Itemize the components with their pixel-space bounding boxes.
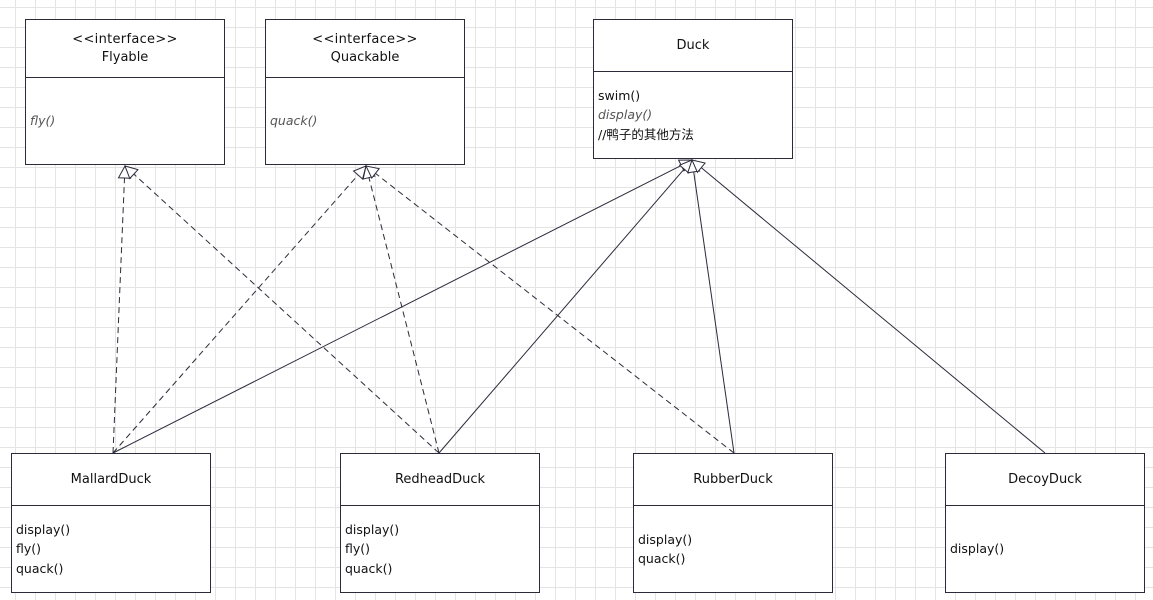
realization-line-redhead-quackable bbox=[368, 177, 440, 454]
class-header: MallardDuck bbox=[12, 454, 210, 506]
class-decoy-duck[interactable]: DecoyDuck display() bbox=[945, 453, 1145, 593]
class-members: display() fly() quack() bbox=[12, 506, 210, 592]
method-display: display() bbox=[16, 521, 71, 537]
generalization-line-redhead-duck bbox=[438, 168, 685, 454]
class-name: Duck bbox=[676, 37, 710, 53]
method-display: display() bbox=[950, 541, 1005, 557]
class-redhead-duck[interactable]: RedheadDuck display() fly() quack() bbox=[340, 453, 540, 593]
class-name: DecoyDuck bbox=[1008, 471, 1082, 487]
class-name: RubberDuck bbox=[693, 471, 773, 487]
class-members: swim() display() //鸭子的其他方法 bbox=[594, 72, 792, 158]
method-display: display() bbox=[598, 107, 653, 123]
method-quack: quack() bbox=[638, 551, 686, 566]
class-members: display() bbox=[946, 506, 1144, 592]
class-members: fly() bbox=[26, 78, 224, 164]
comment-other-methods: //鸭子的其他方法 bbox=[598, 126, 694, 142]
class-members: quack() bbox=[266, 78, 464, 164]
class-rubber-duck[interactable]: RubberDuck display() quack() bbox=[633, 453, 833, 593]
method-fly: fly() bbox=[16, 541, 42, 557]
class-members: display() fly() quack() bbox=[341, 506, 539, 592]
class-name: RedheadDuck bbox=[394, 471, 486, 487]
method-fly: fly() bbox=[30, 113, 56, 129]
class-quackable[interactable]: <<interface>> Quackable quack() bbox=[265, 19, 465, 165]
class-header: RubberDuck bbox=[634, 454, 832, 506]
class-header: RedheadDuck bbox=[341, 454, 539, 506]
realization-line-mallard-quackable bbox=[112, 174, 359, 454]
method-quack: quack() bbox=[345, 560, 393, 576]
stereotype-label: <<interface>> bbox=[312, 31, 418, 47]
class-header: Duck bbox=[594, 20, 792, 72]
class-flyable[interactable]: <<interface>> Flyable fly() bbox=[25, 19, 225, 165]
method-quack: quack() bbox=[270, 113, 318, 129]
generalization-line-decoy-duck bbox=[700, 167, 1046, 454]
generalization-line-mallard-duck bbox=[112, 164, 682, 454]
stereotype-label: <<interface>> bbox=[72, 31, 178, 47]
hollow-arrowhead-decoy-duck bbox=[691, 159, 706, 174]
method-quack: quack() bbox=[16, 560, 64, 576]
class-name: Quackable bbox=[330, 49, 400, 65]
hollow-arrowhead-redhead-flyable bbox=[124, 165, 139, 180]
method-display: display() bbox=[345, 521, 400, 537]
realization-line-rubber-quackable bbox=[375, 172, 735, 454]
hollow-arrowhead-rubber-quackable bbox=[365, 165, 381, 180]
class-mallard-duck[interactable]: MallardDuck display() fly() quack() bbox=[11, 453, 211, 593]
class-name: Flyable bbox=[101, 49, 149, 65]
class-name: MallardDuck bbox=[70, 471, 152, 487]
realization-line-mallard-flyable bbox=[112, 177, 125, 454]
method-display: display() bbox=[638, 531, 693, 547]
class-header: DecoyDuck bbox=[946, 454, 1144, 506]
class-duck[interactable]: Duck swim() display() //鸭子的其他方法 bbox=[593, 19, 793, 159]
method-swim: swim() bbox=[598, 87, 641, 103]
class-header: <<interface>> Flyable bbox=[26, 20, 224, 78]
method-fly: fly() bbox=[345, 541, 371, 557]
realization-line-redhead-flyable bbox=[133, 173, 440, 454]
generalization-line-rubber-duck bbox=[693, 171, 735, 454]
class-members: display() quack() bbox=[634, 506, 832, 592]
class-header: <<interface>> Quackable bbox=[266, 20, 464, 78]
